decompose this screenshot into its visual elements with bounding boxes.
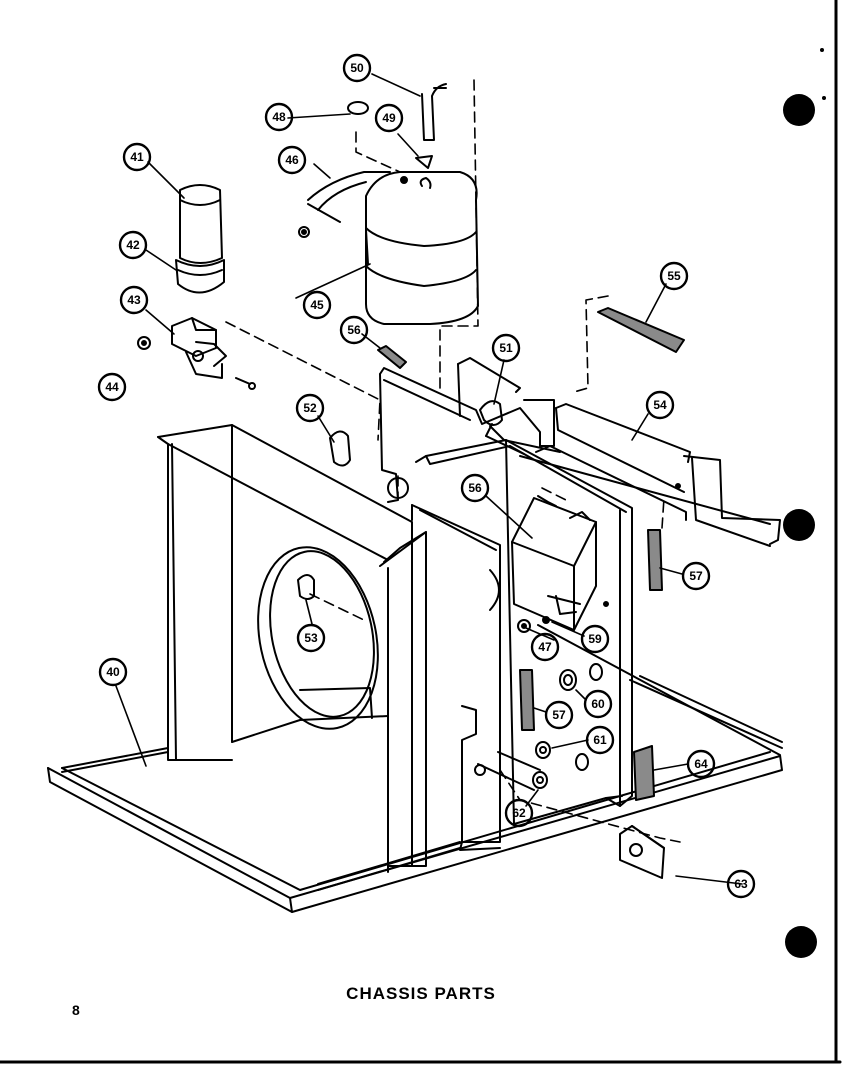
speck [822,96,826,100]
callout-45-label: 45 [310,298,324,312]
bushing-62 [474,764,548,789]
callout-40: 40 [98,657,128,687]
callout-63: 63 [726,869,756,899]
plug-48 [347,101,369,115]
callout-56-top-label: 56 [347,323,361,337]
callout-61-label: 61 [593,733,607,747]
callout-60: 60 [583,689,613,719]
callout-51: 51 [491,333,521,363]
control-panel [415,439,633,825]
divider-panel [411,504,501,851]
blower-front-panel [157,424,413,873]
callout-50: 50 [342,53,372,83]
callout-47: 47 [530,632,560,662]
cap-42 [175,259,225,294]
hardware-47 [517,619,531,633]
callout-57-right-label: 57 [689,569,703,583]
grommet-60 [559,663,603,691]
reservoir-45 [365,171,479,325]
block-63 [619,825,665,879]
callout-52: 52 [295,393,325,423]
callout-56-box: 56 [460,473,490,503]
callout-57-left: 57 [544,700,574,730]
callout-53-label: 53 [304,631,318,645]
callout-41: 41 [122,142,152,172]
bracket-43 [171,317,227,379]
callout-44-label: 44 [105,380,119,394]
vertical-strip-57-left [519,669,535,731]
leader-lines [115,73,743,885]
vertical-strip-57-right [647,529,663,591]
callout-54: 54 [645,390,675,420]
tube-41 [179,184,223,264]
top-strip-56 [377,345,407,369]
seal-64 [633,745,655,801]
callout-43-label: 43 [127,293,141,307]
callout-61: 61 [585,725,615,755]
callout-57-left-label: 57 [552,708,566,722]
nut-44 [137,336,151,350]
callout-42: 42 [118,230,148,260]
callout-62: 62 [504,798,534,828]
callout-44: 44 [97,372,127,402]
hardware-59 [542,616,550,624]
ring-52 [329,430,351,467]
callout-40-label: 40 [106,665,120,679]
callout-55: 55 [659,261,689,291]
side-rail [535,403,781,547]
callout-56-top: 56 [339,315,369,345]
speck [820,48,824,52]
front-flange [379,531,427,867]
registration-dot [785,926,817,958]
alignment-lines [225,79,681,843]
callout-55-label: 55 [667,269,681,283]
ring-51 [479,400,503,426]
callout-59: 59 [580,624,610,654]
registration-dot [783,509,815,541]
callout-46: 46 [277,145,307,175]
strap-46 [298,171,391,238]
callout-60-label: 60 [591,697,605,711]
callout-59-label: 59 [588,632,602,646]
callout-57-right: 57 [681,561,711,591]
callout-52-label: 52 [303,401,317,415]
fitting-49 [415,155,433,169]
relay-box [511,495,609,631]
callout-64: 64 [686,749,716,779]
registration-dot [783,94,815,126]
callout-41-label: 41 [130,150,144,164]
foam-strip-55 [597,307,685,353]
callout-53: 53 [296,623,326,653]
callout-49-label: 49 [382,111,396,125]
callout-49: 49 [374,103,404,133]
callout-50-label: 50 [350,61,364,75]
callout-63-label: 63 [734,877,748,891]
rear-partition [379,367,541,503]
elbow-tube-50 [421,83,447,141]
bushing-61 [535,741,589,771]
callout-46-label: 46 [285,153,299,167]
callout-54-label: 54 [653,398,667,412]
callout-47-label: 47 [538,640,552,654]
callout-56-box-label: 56 [468,481,482,495]
base-pan [47,624,783,913]
page-number: 8 [72,1002,80,1018]
callout-51-label: 51 [499,341,513,355]
callout-45: 45 [302,290,332,320]
callout-48: 48 [264,102,294,132]
rear-top-channel [457,357,771,525]
callout-64-label: 64 [694,757,708,771]
diagram-caption: CHASSIS PARTS [346,984,496,1003]
screw-44b [235,377,256,390]
callout-62-label: 62 [512,806,526,820]
callout-42-label: 42 [126,238,140,252]
callout-48-label: 48 [272,110,286,124]
callout-43: 43 [119,285,149,315]
